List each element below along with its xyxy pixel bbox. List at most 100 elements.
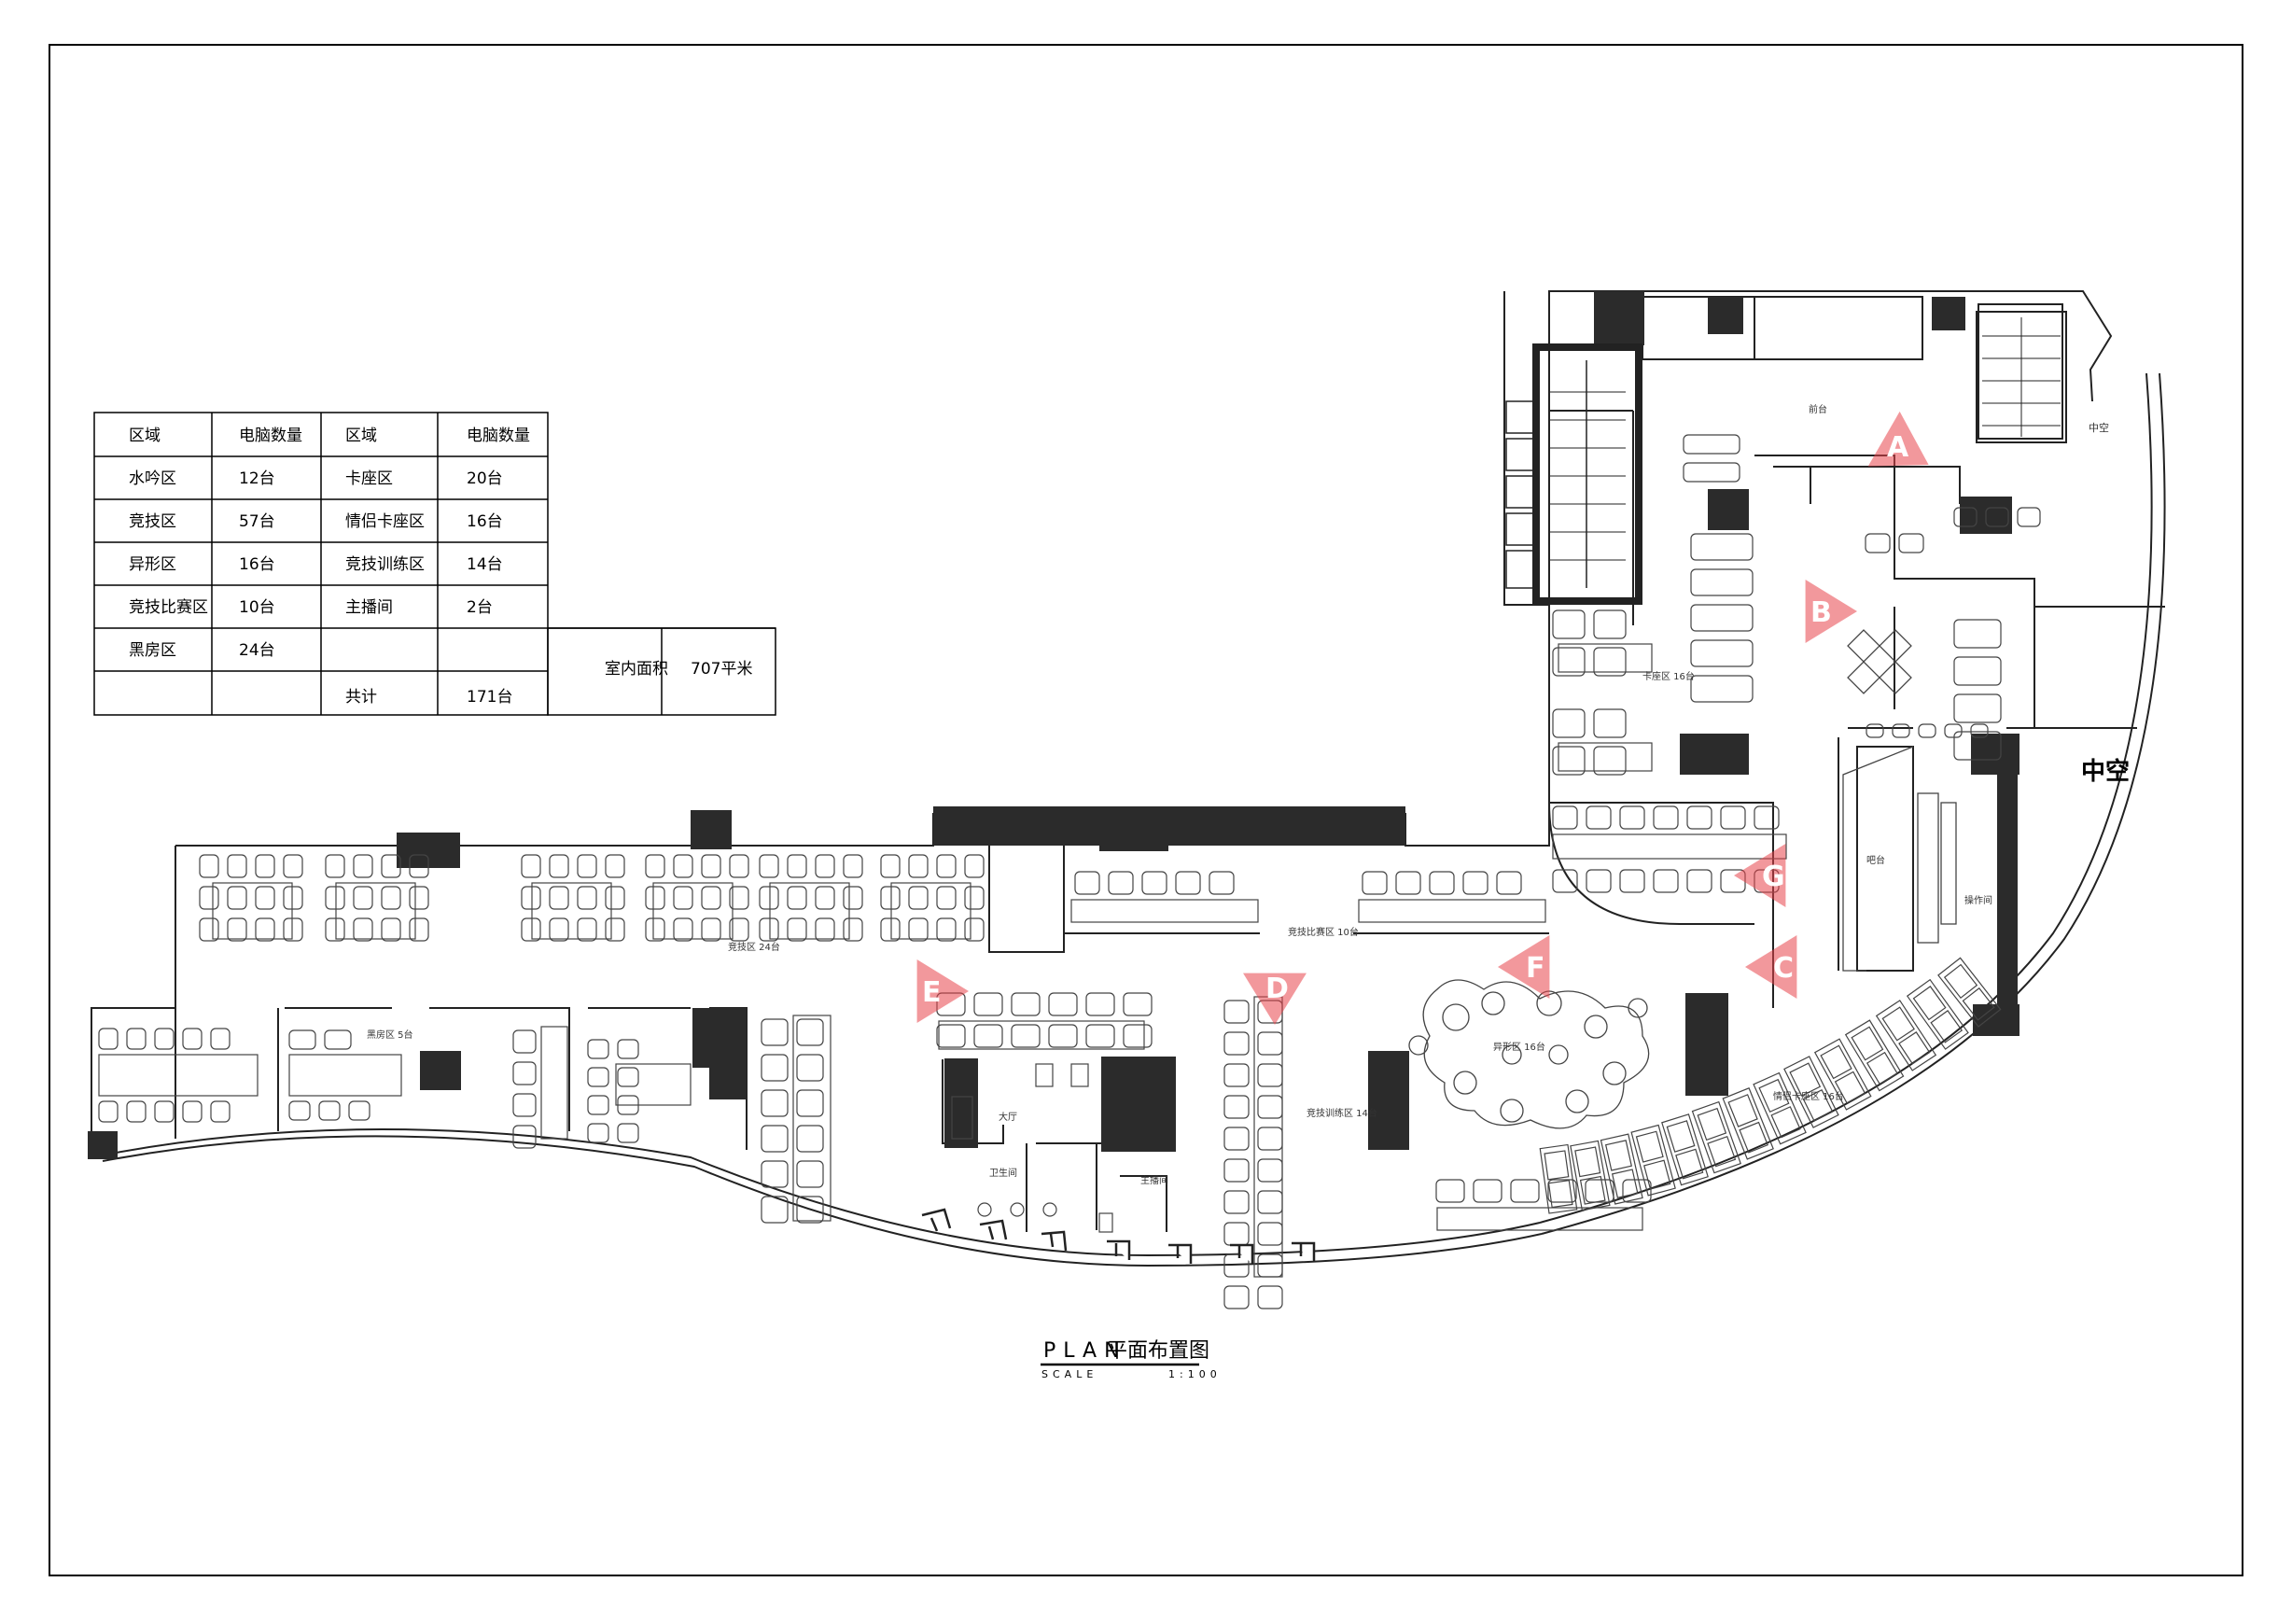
chair <box>796 1160 824 1188</box>
chair <box>843 917 863 942</box>
chair <box>908 886 929 910</box>
chair <box>1223 1063 1250 1087</box>
chair <box>1690 604 1754 632</box>
view-marker-d: D <box>1243 973 1307 1025</box>
chair <box>1593 708 1627 738</box>
booth-unit <box>1539 1143 1578 1214</box>
chair <box>1462 871 1488 895</box>
table-cell: 卡座区 <box>345 469 393 488</box>
chair <box>1048 1024 1078 1048</box>
label-match: 竞技比赛区 10台 <box>1288 926 1359 938</box>
chair <box>605 886 625 910</box>
table-cell: 电脑数量 <box>467 427 530 445</box>
table-cell: 20台 <box>467 469 503 488</box>
chair <box>1223 1000 1250 1024</box>
chair <box>761 1054 789 1082</box>
chair <box>936 854 957 878</box>
booth-unit <box>1661 1113 1709 1186</box>
chair <box>1362 871 1388 895</box>
chair <box>353 917 373 942</box>
table-cell: 区域 <box>345 427 377 445</box>
chair <box>787 917 807 942</box>
booth-unit <box>1813 1038 1872 1111</box>
chair <box>843 886 863 910</box>
chair <box>1257 1127 1283 1151</box>
chair <box>283 886 303 910</box>
booth-unit <box>1844 1019 1905 1092</box>
locker-boxes <box>1505 400 1535 589</box>
chair <box>1011 1024 1041 1048</box>
chair <box>1865 533 1891 553</box>
chair <box>587 1039 609 1059</box>
special-shaped-area <box>1408 979 1650 1129</box>
desk <box>1358 899 1546 923</box>
chair <box>227 917 247 942</box>
booth-unit <box>1570 1140 1611 1211</box>
chair <box>255 917 275 942</box>
label-special: 异形区 16台 <box>1493 1041 1545 1053</box>
desk <box>335 882 416 940</box>
table-cell: 16台 <box>239 555 275 574</box>
chair <box>843 854 863 878</box>
chair <box>787 854 807 878</box>
desk <box>98 1054 259 1097</box>
structural-columns <box>88 291 2019 1159</box>
table-cell: 异形区 <box>129 555 176 574</box>
chair <box>1473 1179 1502 1203</box>
desk <box>938 1020 1145 1050</box>
chair <box>761 1160 789 1188</box>
chair <box>796 1196 824 1224</box>
table-cell: 竞技比赛区 <box>129 597 208 617</box>
chair <box>761 1089 789 1117</box>
chair <box>210 1100 231 1123</box>
chair <box>1223 1285 1250 1309</box>
label-lobby: 大厅 <box>999 1111 1017 1123</box>
table-cell: 2台 <box>467 598 493 617</box>
desk <box>769 882 850 940</box>
chair <box>126 1100 147 1123</box>
chair <box>1257 1095 1283 1119</box>
chair <box>255 886 275 910</box>
chair <box>227 854 247 878</box>
chair <box>815 917 835 942</box>
desk <box>890 882 971 940</box>
view-marker-g: G <box>1734 844 1786 907</box>
chair <box>1223 1127 1250 1151</box>
chair <box>549 917 569 942</box>
label-bar: 吧台 <box>1866 854 1885 866</box>
chair <box>199 854 219 878</box>
chair <box>1892 723 1910 738</box>
desk <box>1552 833 1787 860</box>
chair <box>521 917 541 942</box>
chair <box>1552 708 1586 738</box>
chair <box>1683 434 1740 455</box>
chair <box>701 917 721 942</box>
chair <box>1257 1063 1283 1087</box>
chair <box>1141 871 1167 895</box>
chair <box>1953 507 1978 527</box>
chair <box>1552 746 1586 776</box>
chair <box>199 886 219 910</box>
chair <box>98 1100 119 1123</box>
chair <box>512 1093 537 1117</box>
chair <box>1690 533 1754 561</box>
booth-unit <box>1753 1071 1807 1145</box>
table-cell: 171台 <box>467 688 512 707</box>
desk <box>652 882 734 940</box>
chair <box>288 1029 316 1050</box>
chair <box>815 854 835 878</box>
chair <box>759 886 779 910</box>
chair <box>1690 639 1754 667</box>
chair <box>796 1125 824 1153</box>
chair <box>348 1100 370 1121</box>
staircase-left <box>1532 343 1642 605</box>
view-marker-c: C <box>1745 935 1797 999</box>
chair <box>325 917 345 942</box>
desk <box>1070 899 1259 923</box>
label-anchor: 主播间 <box>1140 1174 1168 1186</box>
chair <box>759 854 779 878</box>
chair <box>1552 647 1586 677</box>
chair <box>1970 723 1989 738</box>
